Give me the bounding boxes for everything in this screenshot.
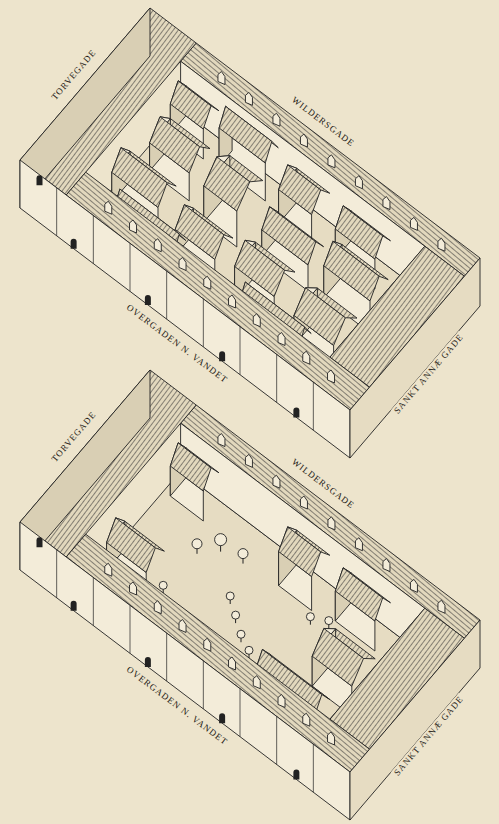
dormer [154, 239, 161, 252]
dormer [355, 176, 362, 189]
city-block [20, 370, 480, 820]
dormer [438, 238, 445, 251]
party-wall [130, 243, 131, 291]
city-block [20, 8, 480, 458]
dormer [130, 220, 137, 233]
facade [20, 8, 150, 208]
party-wall [203, 299, 204, 347]
dormer [218, 72, 225, 85]
inner-facade [181, 61, 425, 294]
house-roof [150, 117, 200, 173]
party-wall [93, 216, 94, 264]
tree [192, 539, 202, 549]
party-wall [203, 661, 204, 709]
party-wall [166, 633, 167, 681]
dormer [204, 276, 211, 289]
facade [20, 370, 150, 570]
dormer [105, 201, 112, 214]
doorway [219, 713, 225, 723]
party-wall [276, 354, 277, 402]
facade [350, 620, 480, 820]
roof [181, 43, 480, 276]
house-roof [324, 241, 379, 301]
tree [325, 617, 333, 625]
dormer [245, 454, 252, 467]
tree [215, 534, 227, 546]
dormer [303, 351, 310, 364]
dormer [328, 517, 335, 530]
house-roof [219, 106, 272, 163]
dormer [328, 370, 335, 383]
dormer [253, 314, 260, 327]
dormer [218, 434, 225, 447]
tree [238, 549, 248, 559]
dormer [154, 601, 161, 614]
dormer [105, 563, 112, 576]
dormer [410, 579, 417, 592]
tree [245, 646, 253, 654]
tree [226, 592, 234, 600]
dormer [229, 657, 236, 670]
dormer [383, 559, 390, 572]
dormer [179, 619, 186, 632]
party-wall [93, 578, 94, 626]
doorway [71, 601, 77, 611]
dormer [278, 332, 285, 345]
house-roof [312, 628, 363, 686]
roof [181, 405, 480, 638]
party-wall [130, 605, 131, 653]
tree [232, 611, 240, 619]
doorway [37, 537, 43, 547]
party-wall [313, 382, 314, 430]
dormer [300, 496, 307, 509]
party-wall [240, 689, 241, 737]
dormer [273, 113, 280, 126]
party-wall [240, 327, 241, 375]
dormer [303, 713, 310, 726]
house-roof [279, 165, 321, 215]
inner-facade [181, 423, 425, 656]
dormer [278, 694, 285, 707]
house-roof [235, 240, 285, 296]
doorway [293, 407, 299, 417]
doorway [37, 175, 43, 185]
dormer [300, 134, 307, 147]
dormer [204, 638, 211, 651]
house-roof [204, 157, 250, 211]
house-roof [170, 443, 211, 491]
doorway [145, 295, 151, 305]
tree [306, 613, 314, 621]
facade [350, 258, 480, 458]
roof [66, 534, 369, 772]
party-wall [166, 271, 167, 319]
dormer [245, 92, 252, 105]
dormer [229, 295, 236, 308]
house-roof [279, 527, 321, 577]
tree [159, 581, 167, 589]
dormer [410, 217, 417, 230]
doorway [293, 769, 299, 779]
doorway [219, 351, 225, 361]
dormer [130, 582, 137, 595]
dormer [273, 475, 280, 488]
dormer [328, 155, 335, 168]
roof [66, 172, 369, 410]
dormer [253, 676, 260, 689]
dormer [438, 600, 445, 613]
doorway [145, 657, 151, 667]
tree [237, 630, 245, 638]
dormer [355, 538, 362, 551]
dormer [179, 257, 186, 270]
party-wall [276, 716, 277, 764]
party-wall [56, 188, 57, 236]
dormer [328, 732, 335, 745]
facade [20, 522, 350, 820]
dormer [383, 197, 390, 210]
house-roof [335, 568, 382, 621]
party-wall [313, 744, 314, 792]
house-roof [170, 81, 211, 129]
doorway [71, 239, 77, 249]
party-wall [56, 550, 57, 598]
